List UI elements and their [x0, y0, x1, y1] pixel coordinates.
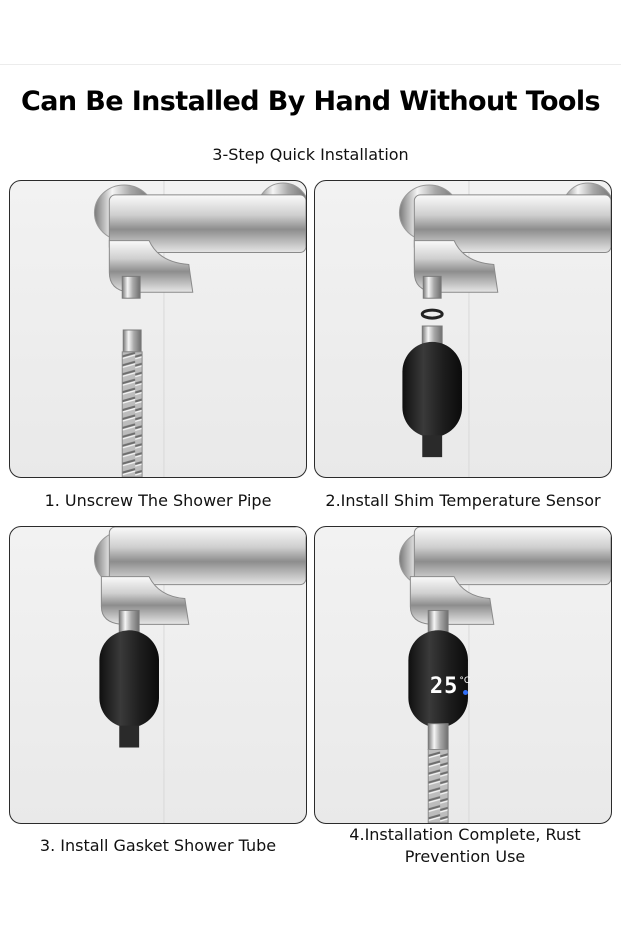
step-3-illustration	[93, 527, 306, 823]
step-1-caption: 1. Unscrew The Shower Pipe	[44, 491, 272, 510]
temperature-value: 25	[429, 674, 459, 699]
step-4-caption: 4.Installation Complete, Rust Prevention…	[349, 825, 581, 866]
step-2-illustration	[398, 181, 611, 477]
temperature-display: 25 °C	[427, 675, 473, 701]
step-2-caption: 2.Install Shim Temperature Sensor	[325, 491, 601, 510]
step-1-panel	[9, 180, 307, 478]
temperature-unit: °C	[459, 676, 471, 686]
step-1-illustration	[93, 181, 306, 477]
step-4-panel: 25 °C	[314, 526, 612, 824]
display-indicator-dot	[463, 690, 468, 695]
page-title: Can Be Installed By Hand Without Tools	[20, 86, 601, 117]
step-4-illustration	[398, 527, 611, 823]
page-subtitle: 3-Step Quick Installation	[212, 145, 409, 164]
step-3-caption: 3. Install Gasket Shower Tube	[39, 836, 277, 855]
top-divider	[0, 64, 621, 65]
step-3-panel	[9, 526, 307, 824]
step-2-panel	[314, 180, 612, 478]
